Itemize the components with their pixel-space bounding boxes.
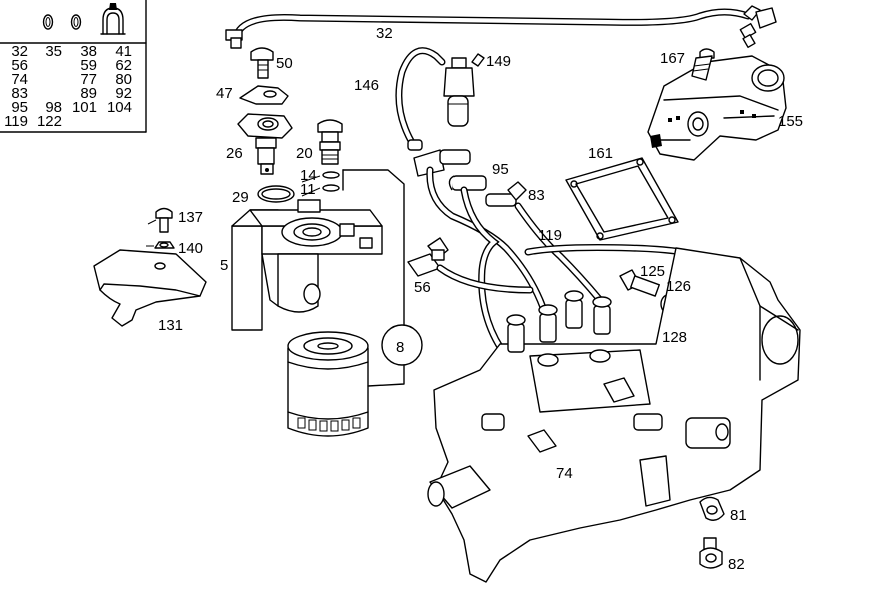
callout-47: 47: [216, 85, 233, 102]
bolt-167: [691, 48, 715, 81]
callout-131: 131: [158, 317, 183, 334]
callout-82: 82: [728, 556, 745, 573]
filter-set-outline: [342, 169, 423, 387]
legend-cell: 35: [45, 43, 62, 60]
callout-161: 161: [588, 145, 613, 162]
gasket-161: [565, 157, 679, 241]
filter-fitting-26: [237, 113, 293, 175]
callout-95: 95: [492, 161, 509, 178]
legend-cell: 89: [80, 85, 97, 102]
callout-128: 128: [662, 329, 687, 346]
bracket-131: [93, 249, 207, 327]
legend-cell: 119: [4, 113, 28, 130]
callout-155: 155: [778, 113, 803, 130]
banjo-bolt-125: [619, 269, 660, 297]
bleed-screw-20: [317, 119, 343, 165]
connector-95: [407, 139, 487, 191]
bolt-50: [250, 47, 274, 79]
legend-cell: 98: [45, 99, 62, 116]
washer-140: [154, 241, 175, 249]
legend-cell: 80: [115, 71, 132, 88]
callout-14: 14: [300, 167, 317, 184]
callout-50: 50: [276, 55, 293, 72]
bolt-137: [155, 207, 173, 233]
legend-cell: 62: [115, 57, 132, 74]
o-ring-icon: [70, 14, 82, 30]
filter-housing-5: [231, 199, 383, 331]
callout-56: 56: [414, 279, 431, 296]
clamp-82: [699, 537, 723, 569]
washer-14: [322, 171, 340, 179]
legend-cell: 77: [80, 71, 97, 88]
legend-cell: 95: [11, 99, 28, 116]
callout-119: 119: [538, 227, 562, 244]
valve-149: [443, 53, 485, 127]
washer-11: [322, 184, 340, 192]
legend-cell: 38: [80, 43, 97, 60]
callout-137: 137: [178, 209, 203, 226]
callout-5: 5: [220, 257, 228, 274]
legend-cell: 104: [107, 99, 132, 116]
callout-32: 32: [376, 25, 393, 42]
callout-81: 81: [730, 507, 747, 524]
clamp-81: [699, 496, 725, 521]
callouts: 32 50 47 26 20 14 11 29 137 140 5 131 8 …: [158, 25, 803, 573]
callout-20: 20: [296, 145, 313, 162]
callout-140: 140: [178, 240, 203, 257]
hose-146: [395, 47, 446, 150]
legend-cell: 74: [11, 71, 28, 88]
callout-11: 11: [300, 181, 316, 198]
legend-cell: 41: [115, 43, 132, 60]
legend-cell: 59: [80, 57, 97, 74]
legend-cell: 56: [11, 57, 28, 74]
o-ring-icon: [42, 14, 54, 30]
callout-8: 8: [396, 339, 404, 356]
callout-126: 126: [666, 278, 691, 295]
legend-cell: 83: [11, 85, 28, 102]
callout-26: 26: [226, 145, 243, 162]
fuel-line-32: [225, 5, 777, 49]
legend-cell: 122: [37, 113, 62, 130]
callout-146: 146: [354, 77, 379, 94]
callout-29: 29: [232, 189, 249, 206]
callout-167: 167: [660, 50, 685, 67]
legend-cell: 101: [72, 99, 97, 116]
leader-lines: [146, 175, 321, 247]
connector-83: [485, 181, 527, 207]
legend-cell: 92: [115, 85, 132, 102]
callout-125: 125: [640, 263, 665, 280]
bracket-47: [239, 85, 289, 105]
legend-cell: 32: [11, 43, 28, 60]
hose-clip-icon: [100, 3, 126, 35]
callout-149: 149: [486, 53, 511, 70]
o-ring-29: [257, 185, 295, 203]
callout-83: 83: [528, 187, 545, 204]
injection-pump: [427, 247, 801, 583]
legend-table: 32 35 38 41 56 59 62 74 77 80 83 89 92 9…: [0, 0, 147, 133]
housing-155: [647, 55, 787, 161]
callout-74: 74: [556, 465, 573, 482]
fuel-filter-8: [287, 331, 369, 437]
